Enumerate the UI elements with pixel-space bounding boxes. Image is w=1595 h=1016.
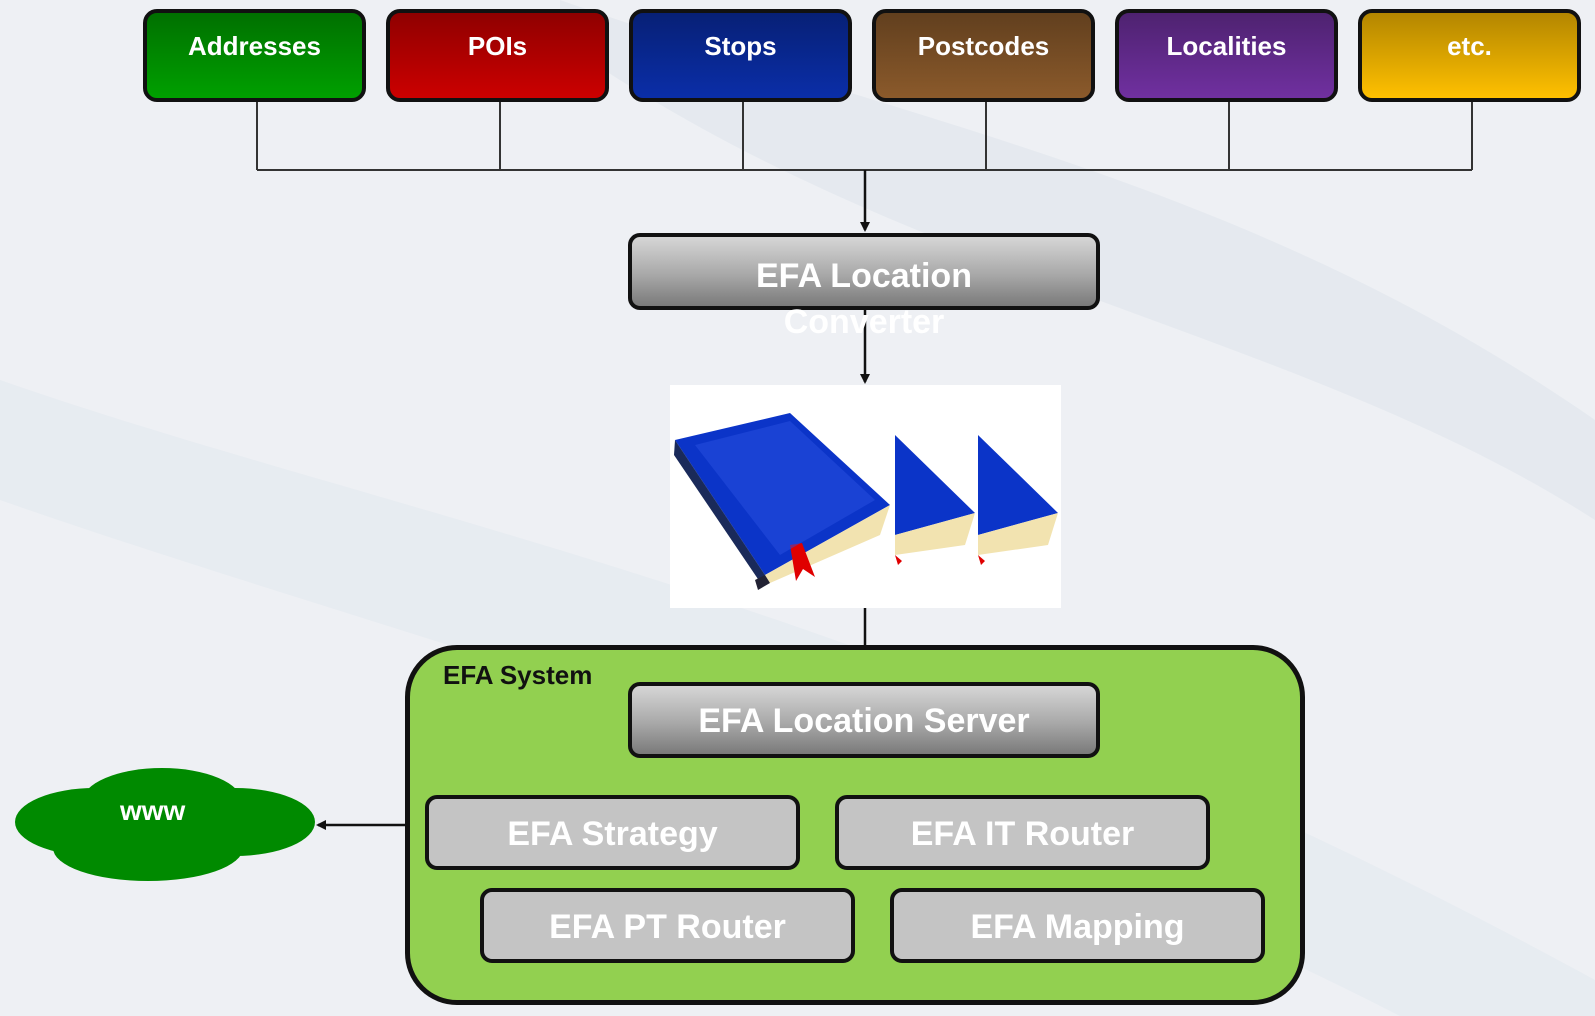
efa-system-title: EFA System xyxy=(443,660,593,690)
converter-label-line1: EFA Location xyxy=(756,257,972,295)
books-icon xyxy=(674,413,1058,590)
converter-label-line2: Converter xyxy=(783,303,945,341)
source-localities: Localities xyxy=(1115,9,1338,102)
source-stops: Stops xyxy=(629,9,852,102)
location-server-box: EFA Location Server xyxy=(628,682,1100,758)
source-etc: etc. xyxy=(1358,9,1581,102)
strategy-box: EFA Strategy xyxy=(425,795,800,870)
source-postcodes: Postcodes xyxy=(872,9,1095,102)
location-database-books-image xyxy=(670,385,1061,608)
it-router-box: EFA IT Router xyxy=(835,795,1210,870)
source-pois: POIs xyxy=(386,9,609,102)
pt-router-box: EFA PT Router xyxy=(480,888,855,963)
source-bus-lines xyxy=(256,102,1473,171)
book-small-1 xyxy=(895,435,975,565)
book-small-2 xyxy=(978,435,1058,565)
book-large xyxy=(674,413,890,590)
location-converter-box: EFA Location Converter xyxy=(628,233,1100,341)
mapping-box: EFA Mapping xyxy=(890,888,1265,963)
source-addresses: Addresses xyxy=(143,9,366,102)
www-label: www xyxy=(120,795,186,826)
